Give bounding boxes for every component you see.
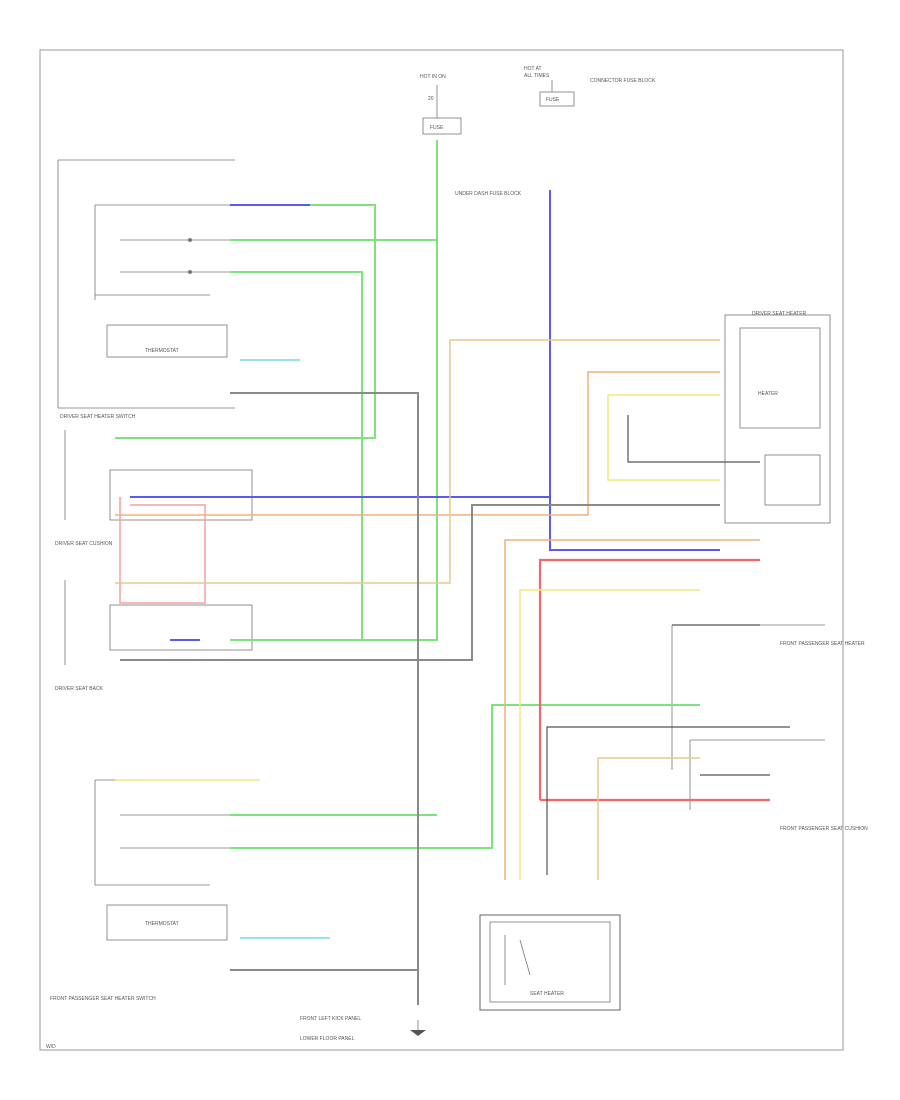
wire-gray [120,392,720,1005]
seat-heater-relay: SEAT HEATER [479,914,621,1011]
pass-heater-switch-label: FRONT PASSENGER SEAT HEATER SWITCH [50,996,156,1002]
wire-red [538,558,770,802]
wire-blue [130,190,720,641]
fuse-left-box-label: FUSE [430,125,444,131]
driver-seat-heater-block: DRIVER SEAT HEATER HEATER [724,311,831,524]
driver-heater-unit-label: HEATER [758,391,778,397]
wire-pink [119,497,206,604]
fuse-right-sub: ALL TIMES [524,73,550,79]
wire-green [115,140,700,849]
driver-seat-cushion-label: DRIVER SEAT CUSHION [55,541,113,547]
driver-heater-switch-label: DRIVER SEAT HEATER SWITCH [60,414,136,420]
wire-yellow [115,394,720,880]
fuse-right: HOT AT ALL TIMES FUSE CONNECTOR FUSE BLO… [524,66,656,107]
pass-thermostat-label: THERMOSTAT [145,921,179,927]
fuse-left: HOT IN ON 20 FUSE [420,74,462,135]
relay-label: SEAT HEATER [530,991,564,997]
driver-seat-back-label: DRIVER SEAT BACK [55,686,104,692]
ground-note: FRONT LEFT KICK PANEL [300,1016,361,1022]
footer-label: W/D [46,1044,56,1050]
junction-note: UNDER DASH FUSE BLOCK [455,191,522,197]
diagram-frame [39,49,844,1051]
fuse-left-title: HOT IN ON [420,74,446,80]
pass-cushion-label: FRONT PASSENGER SEAT CUSHION [780,826,868,832]
fuse-left-number: 20 [428,96,434,102]
ground-note-2: LOWER FLOOR PANEL [300,1036,355,1042]
pass-heater-switch: THERMOSTAT FRONT PASSENGER SEAT HEATER S… [50,779,245,1002]
wire-tan [115,339,720,880]
wire-cyan [240,359,330,939]
pass-seat-heater-label: FRONT PASSENGER SEAT HEATER [780,641,865,647]
wire-black [546,415,790,875]
driver-heater-switch: DRIVER SEAT HEATER SWITCH THERMOSTAT [57,159,245,420]
driver-thermostat-label: THERMOSTAT [145,348,179,354]
fuse-right-box-label: FUSE [546,97,560,103]
ground-symbol: FRONT LEFT KICK PANEL LOWER FLOOR PANEL [300,1016,426,1042]
driver-seat-heater-label: DRIVER SEAT HEATER [752,311,807,317]
driver-seat-back-block: DRIVER SEAT BACK [55,580,253,692]
wire-orange [115,371,760,880]
driver-seat-cushion-block: DRIVER SEAT CUSHION [55,430,253,547]
fuse-right-title: HOT AT [524,66,542,72]
fuse-right-note: CONNECTOR FUSE BLOCK [590,78,656,84]
